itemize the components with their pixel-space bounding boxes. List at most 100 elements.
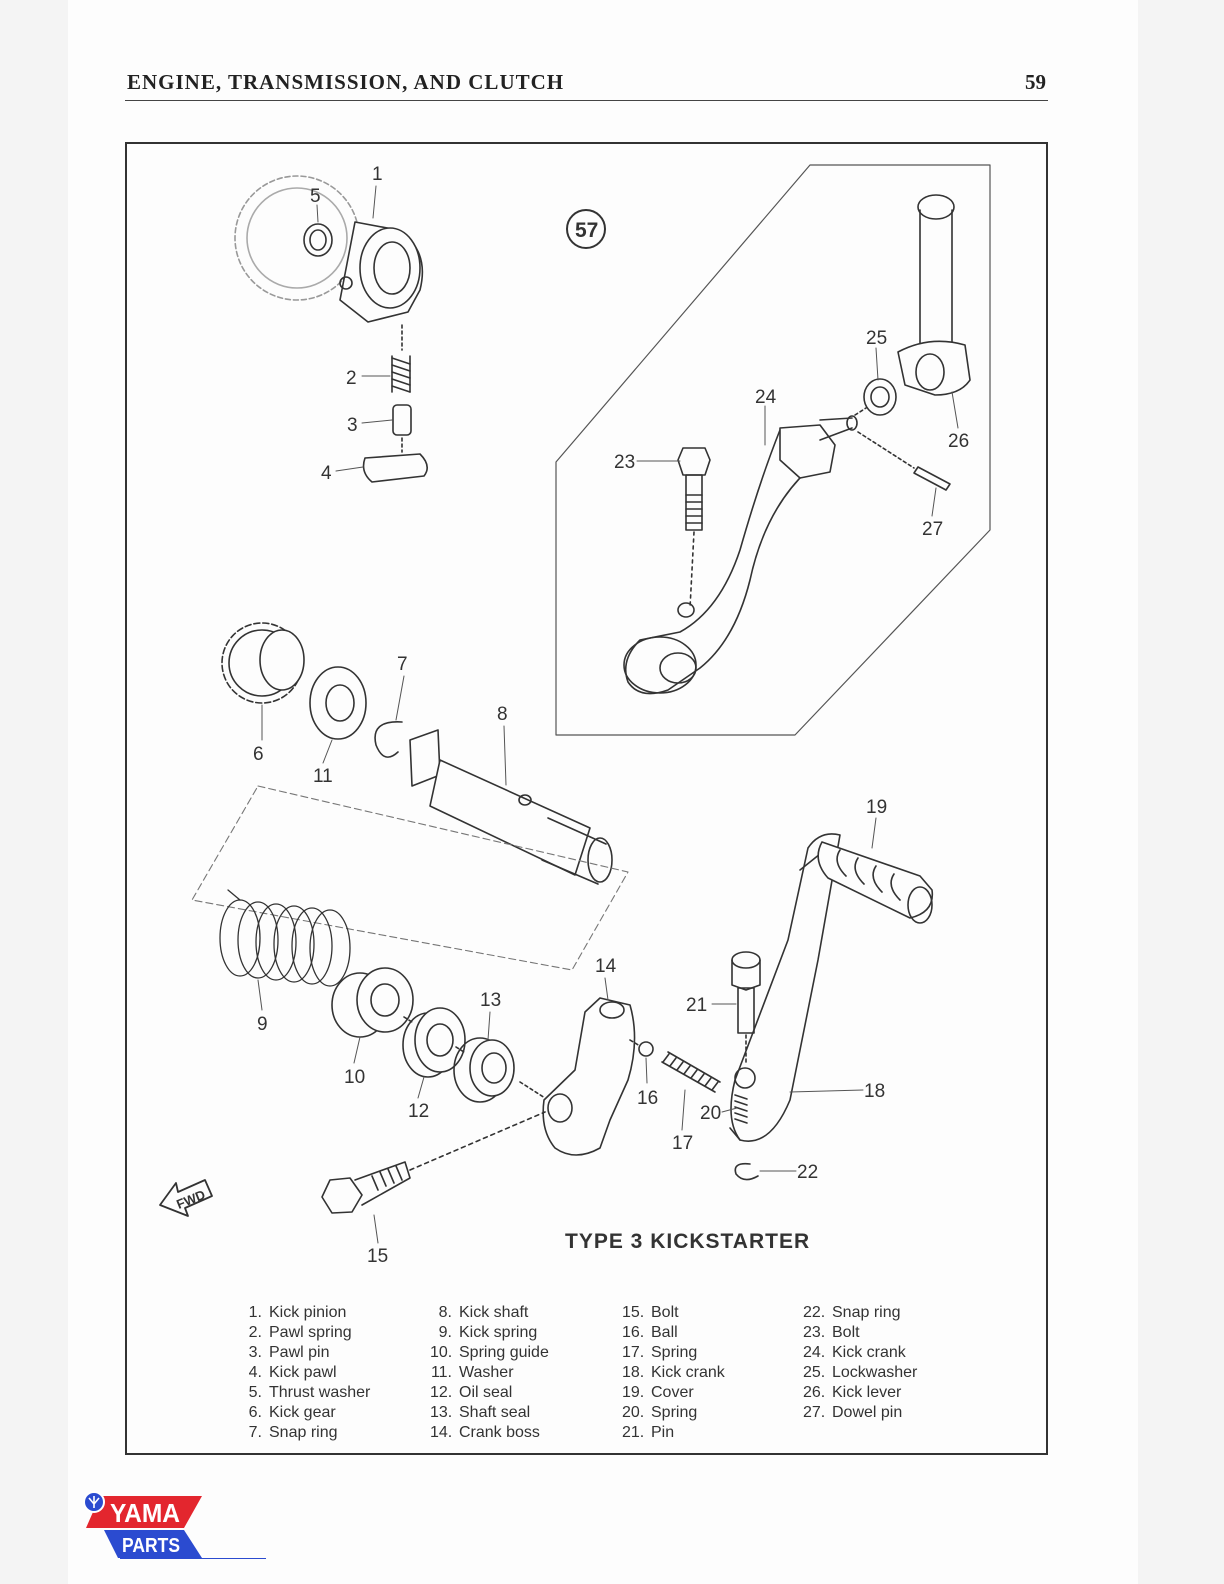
legend-item: 24.Kick crank — [803, 1343, 917, 1363]
washer-11-drawing — [309, 666, 367, 740]
legend-item: 8. Kick shaft — [430, 1303, 549, 1323]
legend-item: 22. Snap ring — [803, 1303, 917, 1323]
kick-crank-24-drawing — [623, 415, 858, 695]
legend-item-number: 11. — [430, 1364, 452, 1381]
figure-frame — [125, 142, 1048, 1455]
legend-item-label: Spring — [651, 1344, 698, 1361]
logo-text-parts: PARTS — [122, 1535, 180, 1557]
callout-11: 11 — [313, 766, 333, 787]
legend-item: 16.Ball — [622, 1323, 725, 1343]
snap-ring-7-drawing — [374, 721, 403, 758]
legend-item-number: 18. — [622, 1364, 645, 1381]
page-number: 59 — [1025, 70, 1046, 94]
legend-item-number: 21. — [622, 1424, 645, 1441]
kick-spring-drawing — [219, 889, 351, 987]
pin-21-drawing — [731, 951, 761, 1066]
logo-underline — [120, 1558, 266, 1559]
spring-box-outline — [191, 785, 629, 971]
legend-item: 21.Pin — [622, 1423, 725, 1443]
legend-item-label: Shaft seal — [459, 1404, 531, 1421]
legend-item-number: 15. — [622, 1304, 645, 1321]
thrust-washer-drawing — [303, 223, 333, 257]
oil-seal-drawing — [402, 1007, 466, 1078]
legend-item: 12.Oil seal — [430, 1383, 549, 1403]
legend-item-label: Kick pawl — [269, 1364, 337, 1381]
callout-15: 15 — [367, 1246, 388, 1267]
legend-item: 6. Kick gear — [240, 1403, 370, 1423]
callout-27: 27 — [922, 519, 943, 540]
legend-item-label: Snap ring — [832, 1304, 901, 1321]
inset-outline — [555, 164, 991, 736]
legend-item: 19.Cover — [622, 1383, 725, 1403]
spring-17-drawing — [661, 1051, 721, 1093]
kick-gear-drawing — [221, 622, 305, 704]
legend-item-label: Dowel pin — [832, 1404, 903, 1421]
callout-4: 4 — [321, 463, 332, 484]
callout-21: 21 — [686, 995, 707, 1016]
callout-26: 26 — [948, 431, 969, 452]
legend-item: 14.Crank boss — [430, 1423, 549, 1443]
kick-lever-drawing — [897, 194, 971, 396]
callout-16: 16 — [637, 1088, 658, 1109]
logo-text-yama: YAMA — [110, 1498, 180, 1528]
callout-24: 24 — [755, 387, 777, 408]
callout-7: 7 — [397, 654, 408, 675]
legend-item-label: Kick gear — [269, 1404, 336, 1421]
legend-item-number: 14. — [430, 1424, 453, 1441]
callout-20: 20 — [700, 1103, 721, 1124]
page-background — [68, 0, 1138, 1584]
legend-item-number: 13. — [430, 1404, 453, 1421]
callout-18: 18 — [864, 1081, 885, 1102]
legend-item-number: 17. — [622, 1344, 645, 1361]
legend-item-number: 5. — [248, 1384, 262, 1401]
header-rule — [125, 100, 1048, 101]
logo-blue-banner — [104, 1530, 202, 1558]
callout-23: 23 — [614, 452, 635, 473]
legend-item-number: 8. — [438, 1304, 452, 1321]
legend-item-number: 26. — [803, 1384, 826, 1401]
kick-pawl-drawing — [362, 453, 428, 483]
legend-item-number: 27. — [803, 1404, 826, 1421]
legend-item-number: 22. — [803, 1304, 826, 1321]
legend-item-number: 19. — [622, 1384, 645, 1401]
legend-item-number: 20. — [622, 1404, 645, 1421]
legend-item-label: Ball — [651, 1324, 678, 1341]
legend-item: 2.Pawl spring — [240, 1323, 370, 1343]
pawl-pin-drawing — [392, 404, 412, 436]
legend-item-label: Kick shaft — [459, 1304, 529, 1321]
figure-title: TYPE 3 KICKSTARTER — [565, 1230, 810, 1253]
legend-item: 4.Kick pawl — [240, 1363, 370, 1383]
yamaparts-logo[interactable]: YAMA PARTS — [80, 1490, 270, 1560]
snap-ring-22-drawing — [734, 1162, 759, 1181]
legend-item: 9.Kick spring — [430, 1323, 549, 1343]
kick-pinion-drawing — [234, 175, 424, 323]
legend-item-number: 1. — [248, 1304, 262, 1321]
callout-5: 5 — [310, 186, 321, 207]
legend-item-number: 10. — [430, 1344, 453, 1361]
dowel-pin-drawing — [913, 466, 951, 491]
legend-item: 5.Thrust washer — [240, 1383, 371, 1403]
legend-item-number: 6. — [248, 1404, 262, 1421]
spring-20-drawing — [734, 1094, 748, 1124]
legend-item: 20.Spring — [622, 1403, 725, 1423]
legend-item-number: 7. — [248, 1424, 262, 1441]
legend-item-label: Pawl pin — [269, 1344, 330, 1361]
spring-guide-drawing — [331, 967, 414, 1038]
figure-number: 57 — [575, 219, 598, 242]
legend-item-label: Kick spring — [459, 1324, 538, 1341]
cover-19-drawing — [817, 841, 934, 924]
kick-shaft-drawing — [409, 729, 613, 885]
crank-boss-drawing — [519, 997, 636, 1156]
callout-12: 12 — [408, 1101, 429, 1122]
running-header-title: ENGINE, TRANSMISSION, AND CLUTCH — [127, 70, 565, 94]
legend-item: 3.Pawl pin — [240, 1343, 370, 1363]
callout-8: 8 — [497, 704, 508, 725]
shaft-seal-drawing — [453, 1037, 515, 1103]
legend-item: 10.Spring guide — [430, 1343, 549, 1363]
legend-item: 7.Snap ring — [240, 1423, 370, 1443]
callout-9: 9 — [257, 1014, 268, 1035]
bolt-15-drawing — [321, 1111, 546, 1214]
legend-item-number: 23. — [803, 1324, 826, 1341]
legend-item: 13. Shaft seal — [430, 1403, 549, 1423]
callout-17: 17 — [672, 1133, 693, 1154]
